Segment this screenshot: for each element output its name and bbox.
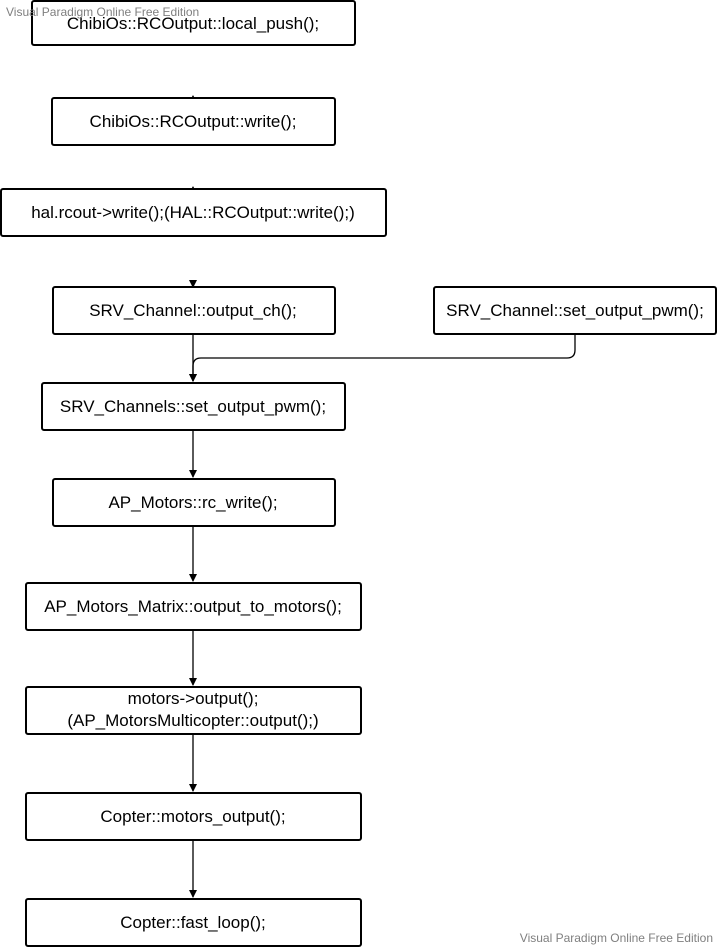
node-srv-set-output-pwm: SRV_Channel::set_output_pwm(); — [433, 286, 717, 335]
edge-set-output-pwm-to-srvs-set-output-pwm — [189, 335, 576, 382]
node-box — [25, 792, 362, 841]
node-box — [31, 0, 356, 46]
node-box — [51, 97, 336, 146]
node-srvs-set-output-pwm: SRV_Channels::set_output_pwm(); — [41, 382, 346, 431]
node-motors-output: motors->output(); (AP_MotorsMulticopter:… — [25, 686, 362, 735]
watermark-bottom-right: Visual Paradigm Online Free Edition — [520, 931, 713, 945]
node-box — [41, 382, 346, 431]
node-label: Copter::fast_loop(); — [120, 913, 266, 932]
node-label-line-2: (AP_MotorsMulticopter::output();) — [67, 711, 318, 730]
node-box — [25, 898, 362, 947]
node-box — [52, 286, 336, 335]
node-label: hal.rcout->write();(HAL::RCOutput::write… — [31, 203, 355, 222]
node-box — [52, 478, 336, 527]
node-label-line-1: motors->output(); — [128, 689, 259, 708]
node-box — [433, 286, 717, 335]
node-copter-motors-output: Copter::motors_output(); — [25, 792, 362, 841]
node-label: ChibiOs::RCOutput::write(); — [90, 112, 297, 131]
node-label: ChibiOs::RCOutput::local_push(); — [67, 14, 319, 33]
node-label: AP_Motors::rc_write(); — [108, 493, 277, 512]
node-box — [25, 582, 362, 631]
node-copter-fast-loop: Copter::fast_loop(); — [25, 898, 362, 947]
node-srv-output-ch: SRV_Channel::output_ch(); — [52, 286, 336, 335]
node-label: SRV_Channel::set_output_pwm(); — [446, 301, 704, 320]
node-hal-rcout-write: hal.rcout->write();(HAL::RCOutput::write… — [0, 188, 387, 237]
node-box — [0, 188, 387, 237]
node-label: SRV_Channel::output_ch(); — [89, 301, 297, 320]
node-label: AP_Motors_Matrix::output_to_motors(); — [44, 597, 342, 616]
node-rcoutput-write: ChibiOs::RCOutput::write(); — [51, 97, 336, 146]
node-box — [25, 686, 362, 735]
node-label: Copter::motors_output(); — [100, 807, 285, 826]
watermark-top-left: Visual Paradigm Online Free Edition — [6, 5, 199, 19]
node-ap-motors-rc-write: AP_Motors::rc_write(); — [52, 478, 336, 527]
node-local-push: ChibiOs::RCOutput::local_push(); — [31, 0, 356, 46]
node-label: SRV_Channels::set_output_pwm(); — [60, 397, 326, 416]
node-output-to-motors: AP_Motors_Matrix::output_to_motors(); — [25, 582, 362, 631]
